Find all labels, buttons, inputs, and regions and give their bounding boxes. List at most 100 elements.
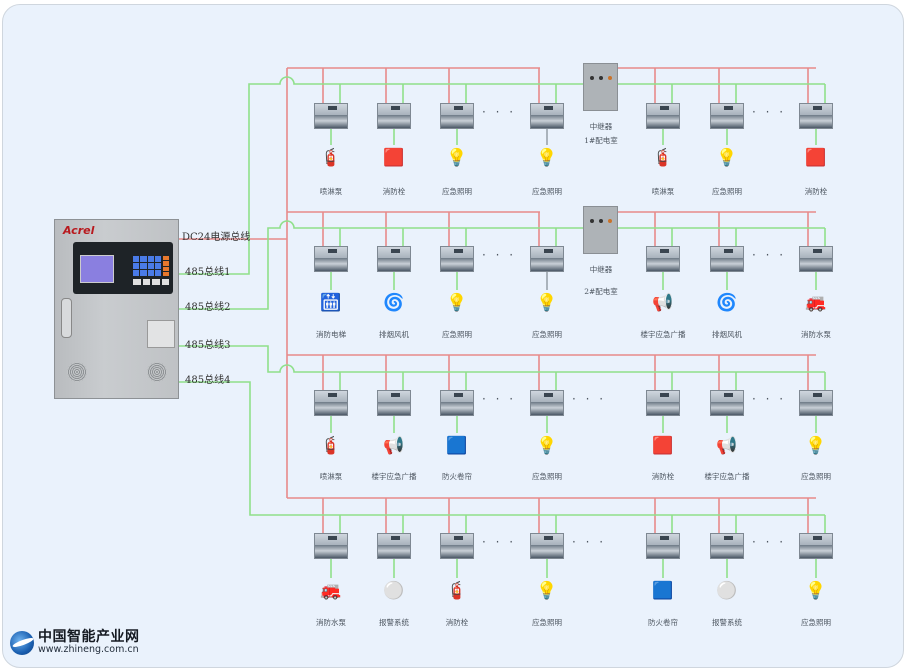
fire-shutter-icon: 🟦 (446, 435, 468, 456)
sprinkler-pump-icon: 🧯 (320, 435, 342, 456)
device-label: 应急照明 (801, 618, 831, 627)
fire-water-pump-icon: 🚒 (320, 580, 342, 601)
rs485-bus-1 (179, 76, 825, 275)
device-label: 消防栓 (445, 618, 469, 627)
ellipsis-more-devices: · · · (482, 535, 517, 549)
io-module (799, 246, 833, 272)
io-module (314, 246, 348, 272)
device-label: 消防水泵 (801, 330, 831, 339)
ellipsis-more-devices: · · · (482, 392, 517, 406)
emergency-light-icon: 💡 (536, 292, 558, 313)
ellipsis-more-devices: · · · (752, 105, 787, 119)
io-module (646, 103, 680, 129)
rs485-bus-4 (179, 381, 825, 516)
io-module (440, 390, 474, 416)
cabinet-door-handle (61, 298, 72, 338)
emergency-light-icon: 💡 (446, 292, 468, 313)
smoke-detector-icon: ⚪ (716, 580, 738, 601)
sprinkler-pump-icon: 🧯 (652, 147, 674, 168)
device-label: 应急照明 (532, 330, 562, 339)
repeater-1-location: 1#配电室 (584, 136, 618, 145)
device-label: 消防栓 (382, 187, 406, 196)
repeater-1 (583, 63, 618, 111)
ellipsis-more-devices: · · · (482, 105, 517, 119)
ellipsis-more-devices: · · · (572, 535, 607, 549)
cabinet-vent-right (147, 362, 167, 382)
io-module (314, 533, 348, 559)
bus-label-485-2: 485总线2 (185, 302, 231, 313)
io-module (314, 103, 348, 129)
watermark: 中国智能产业网 www.zhineng.com.cn (10, 630, 140, 655)
sprinkler-pump-icon: 🧯 (320, 147, 342, 168)
repeater-2 (583, 206, 618, 254)
io-module (377, 533, 411, 559)
device-label: 应急照明 (532, 472, 562, 481)
io-module (646, 533, 680, 559)
device-label: 消防栓 (651, 472, 675, 481)
io-module (440, 533, 474, 559)
io-module (646, 246, 680, 272)
bus-label-485-1: 485总线1 (185, 267, 231, 278)
cabinet-vent-left (67, 362, 87, 382)
fire-water-pump-icon: 🚒 (805, 292, 827, 313)
fire-shutter-icon: 🟦 (652, 580, 674, 601)
smoke-detector-icon: ⚪ (383, 580, 405, 601)
io-module (799, 390, 833, 416)
device-label: 防火卷帘 (442, 472, 472, 481)
cabinet-keypad (133, 256, 161, 276)
cabinet-control-panel (73, 242, 173, 294)
io-module (530, 246, 564, 272)
repeater-1-name: 中继器 (589, 122, 613, 131)
watermark-url: www.zhineng.com.cn (38, 644, 139, 655)
bus-label-485-4: 485总线4 (185, 375, 231, 386)
fire-elevator-icon: 🛗 (320, 292, 342, 313)
cabinet-brand-logo: Acrel (63, 224, 95, 237)
broadcast-speaker-icon: 📢 (652, 292, 674, 313)
globe-logo-icon (10, 630, 34, 655)
ellipsis-more-devices: · · · (482, 248, 517, 262)
device-label: 楼宇应急广播 (371, 472, 417, 481)
io-module (710, 390, 744, 416)
io-module (710, 103, 744, 129)
emergency-light-icon: 💡 (716, 147, 738, 168)
ellipsis-more-devices: · · · (572, 392, 607, 406)
control-cabinet: Acrel (54, 219, 179, 399)
cabinet-bottom-keys (133, 279, 169, 285)
ellipsis-more-devices: · · · (752, 392, 787, 406)
watermark-name: 中国智能产业网 (38, 629, 140, 645)
device-label: 楼宇应急广播 (704, 472, 750, 481)
device-label: 楼宇应急广播 (640, 330, 686, 339)
device-label: 应急照明 (532, 187, 562, 196)
io-module (530, 533, 564, 559)
io-module (377, 246, 411, 272)
bus-label-485-3: 485总线3 (185, 340, 231, 351)
io-module (799, 533, 833, 559)
io-module (710, 246, 744, 272)
fire-extinguisher-system-icon: 🧯 (446, 580, 468, 601)
io-module (799, 103, 833, 129)
cabinet-printer (147, 320, 175, 348)
io-module (377, 103, 411, 129)
io-module (314, 390, 348, 416)
dc24-power-trunk (179, 68, 288, 498)
smoke-exhaust-fan-icon: 🌀 (716, 292, 738, 313)
device-label: 应急照明 (442, 330, 472, 339)
repeater-2-name: 中继器 (589, 265, 613, 274)
device-label: 排烟风机 (712, 330, 742, 339)
cabinet-function-keys (163, 256, 169, 276)
emergency-light-icon: 💡 (805, 435, 827, 456)
device-label: 报警系统 (712, 618, 742, 627)
device-label: 应急照明 (712, 187, 742, 196)
io-module (530, 103, 564, 129)
fire-hydrant-box-icon: 🟥 (652, 435, 674, 456)
device-label: 应急照明 (801, 472, 831, 481)
ellipsis-more-devices: · · · (752, 535, 787, 549)
broadcast-speaker-icon: 📢 (383, 435, 405, 456)
fire-hydrant-box-icon: 🟥 (805, 147, 827, 168)
device-label: 喷淋泵 (319, 187, 343, 196)
device-label: 报警系统 (379, 618, 409, 627)
device-label: 喷淋泵 (319, 472, 343, 481)
repeater-2-location: 2#配电室 (584, 287, 618, 296)
emergency-light-icon: 💡 (536, 147, 558, 168)
